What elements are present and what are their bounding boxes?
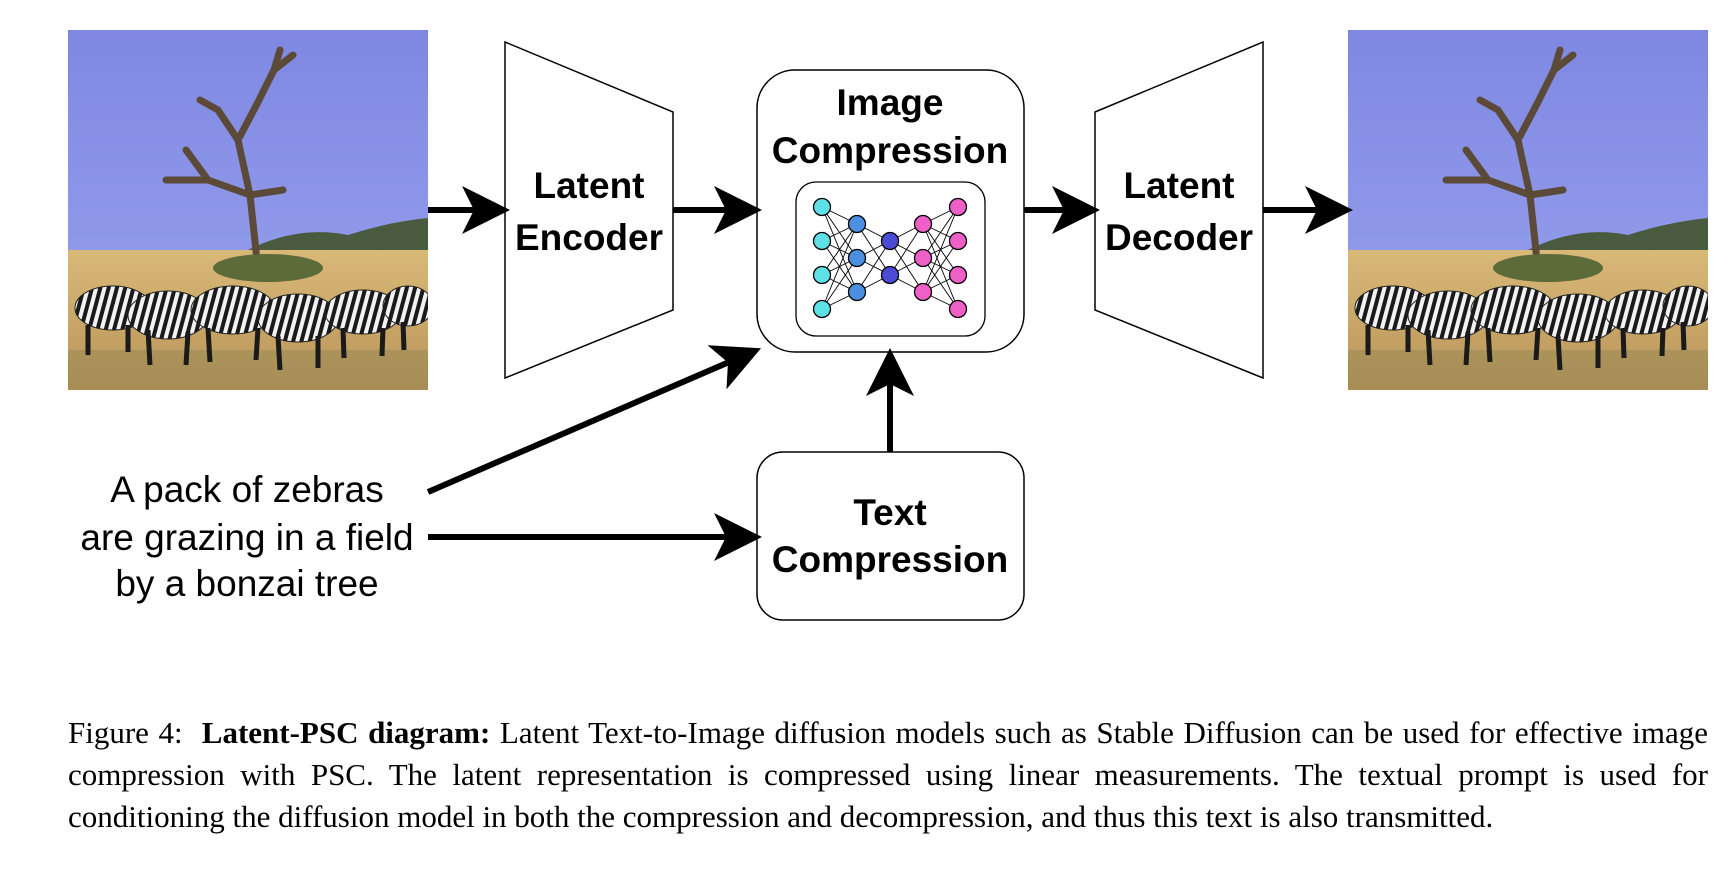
latent-encoder-label-1: Latent bbox=[534, 165, 645, 206]
latent-decoder: Latent Decoder bbox=[1094, 40, 1264, 380]
text-prompt: A pack of zebras are grazing in a field … bbox=[80, 469, 413, 604]
text-compression-box: Text Compression bbox=[756, 451, 1025, 621]
prompt-line-1: A pack of zebras bbox=[110, 469, 384, 510]
image-compression-box: Image Compression bbox=[756, 69, 1025, 353]
image-compression-label-1: Image bbox=[837, 82, 944, 123]
output-photo bbox=[1348, 30, 1713, 390]
prompt-line-3: by a bonzai tree bbox=[115, 563, 378, 604]
latent-decoder-label-2: Decoder bbox=[1105, 217, 1253, 258]
arrow-prompt-to-image-compression bbox=[426, 345, 762, 495]
figure-label: Figure 4: bbox=[68, 715, 183, 750]
text-compression-label-2: Compression bbox=[772, 539, 1008, 580]
text-compression-label-1: Text bbox=[853, 492, 926, 533]
prompt-line-2: are grazing in a field bbox=[80, 517, 413, 558]
figure-title: Latent-PSC diagram: bbox=[201, 715, 491, 750]
latent-decoder-label-1: Latent bbox=[1124, 165, 1235, 206]
image-compression-label-2: Compression bbox=[772, 130, 1008, 171]
latent-psc-diagram: Latent Encoder Image Compression bbox=[0, 0, 1735, 621]
neural-network-icon bbox=[795, 181, 986, 337]
latent-encoder-label-2: Encoder bbox=[515, 217, 663, 258]
input-photo bbox=[68, 30, 433, 390]
figure-caption-text: Latent Text-to-Image diffusion models su… bbox=[68, 715, 1708, 834]
latent-encoder: Latent Encoder bbox=[504, 40, 674, 380]
figure-caption: Figure 4: Latent-PSC diagram: Latent Tex… bbox=[68, 712, 1708, 838]
